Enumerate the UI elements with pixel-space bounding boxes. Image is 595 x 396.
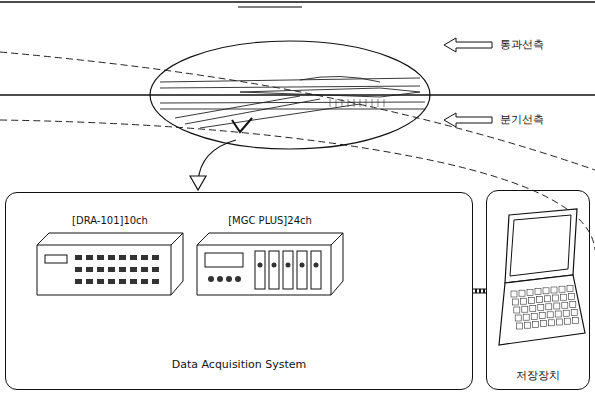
- device-box: [DRA-101]10ch: [34, 215, 186, 301]
- laptop-icon: [489, 205, 589, 355]
- dra-device: [35, 231, 185, 297]
- side-label: 분기선측: [498, 112, 546, 127]
- storage-box: 저장장치: [486, 190, 590, 390]
- box-title: 저장장치: [514, 368, 562, 383]
- device-box: [MGC PLUS]24ch: [194, 215, 346, 301]
- device-label: [DRA-101]10ch: [70, 215, 150, 226]
- side-label: 통과선측: [498, 37, 546, 52]
- box-title: Data Acquisition System: [170, 358, 309, 371]
- acquisition-box: Data Acquisition System [DRA-101]10ch [MGC…: [5, 192, 473, 390]
- cable-connector: [473, 291, 486, 292]
- mgc-device: [195, 231, 345, 297]
- device-label: [MGC PLUS]24ch: [226, 215, 314, 226]
